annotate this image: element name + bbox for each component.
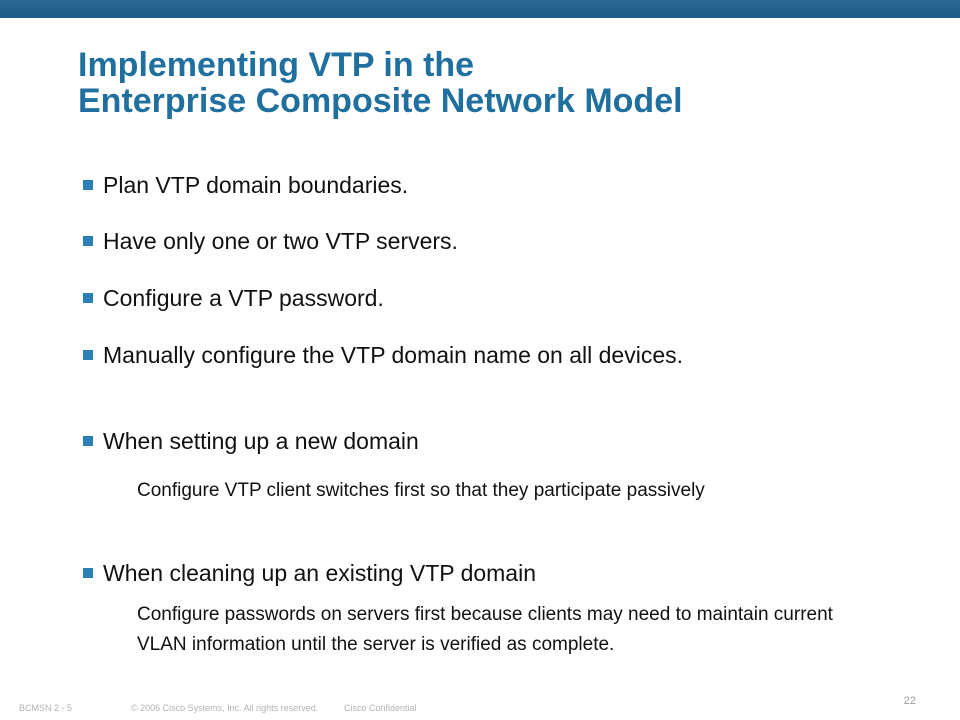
- bullet-square-icon: [83, 350, 93, 360]
- sub-bullet-text: Configure passwords on servers first bec…: [137, 604, 833, 655]
- sub-bullet-text: Configure VTP client switches first so t…: [137, 480, 705, 501]
- slide-title: Implementing VTP in the Enterprise Compo…: [78, 47, 938, 119]
- bullet-text: Have only one or two VTP servers.: [103, 228, 458, 254]
- bullet-item: When cleaning up an existing VTP domain: [78, 559, 903, 588]
- bullet-text: Configure a VTP password.: [103, 285, 384, 311]
- bullet-text: When cleaning up an existing VTP domain: [103, 560, 537, 586]
- bullet-item: Manually configure the VTP domain name o…: [78, 341, 823, 370]
- bullet-square-icon: [83, 293, 93, 303]
- top-banner: [0, 0, 960, 18]
- bullet-text: Manually configure the VTP domain name o…: [103, 342, 684, 368]
- bullet-item: When setting up a new domain: [78, 427, 903, 456]
- footer-course: BCMSN 2 - 5: [19, 703, 73, 713]
- bullet-square-icon: [83, 180, 93, 190]
- title-line-2: Enterprise Composite Network Model: [78, 82, 683, 120]
- bullet-text: Plan VTP domain boundaries.: [103, 172, 409, 198]
- footer-copyright: © 2006 Cisco Systems, Inc. All rights re…: [131, 703, 319, 713]
- bullet-square-icon: [83, 236, 93, 246]
- bullet-square-icon: [83, 568, 93, 578]
- page-number: 22: [903, 695, 916, 707]
- bullet-square-icon: [83, 436, 93, 446]
- footer-confidential: Cisco Confidential: [344, 703, 417, 713]
- title-line-1: Implementing VTP in the: [78, 46, 475, 84]
- bullet-item: Plan VTP domain boundaries.: [78, 171, 903, 200]
- footer: BCMSN 2 - 5 © 2006 Cisco Systems, Inc. A…: [0, 700, 960, 716]
- bullet-text: When setting up a new domain: [103, 428, 419, 454]
- bullet-item: Have only one or two VTP servers.: [78, 227, 903, 256]
- bullet-item: Configure a VTP password.: [78, 284, 903, 313]
